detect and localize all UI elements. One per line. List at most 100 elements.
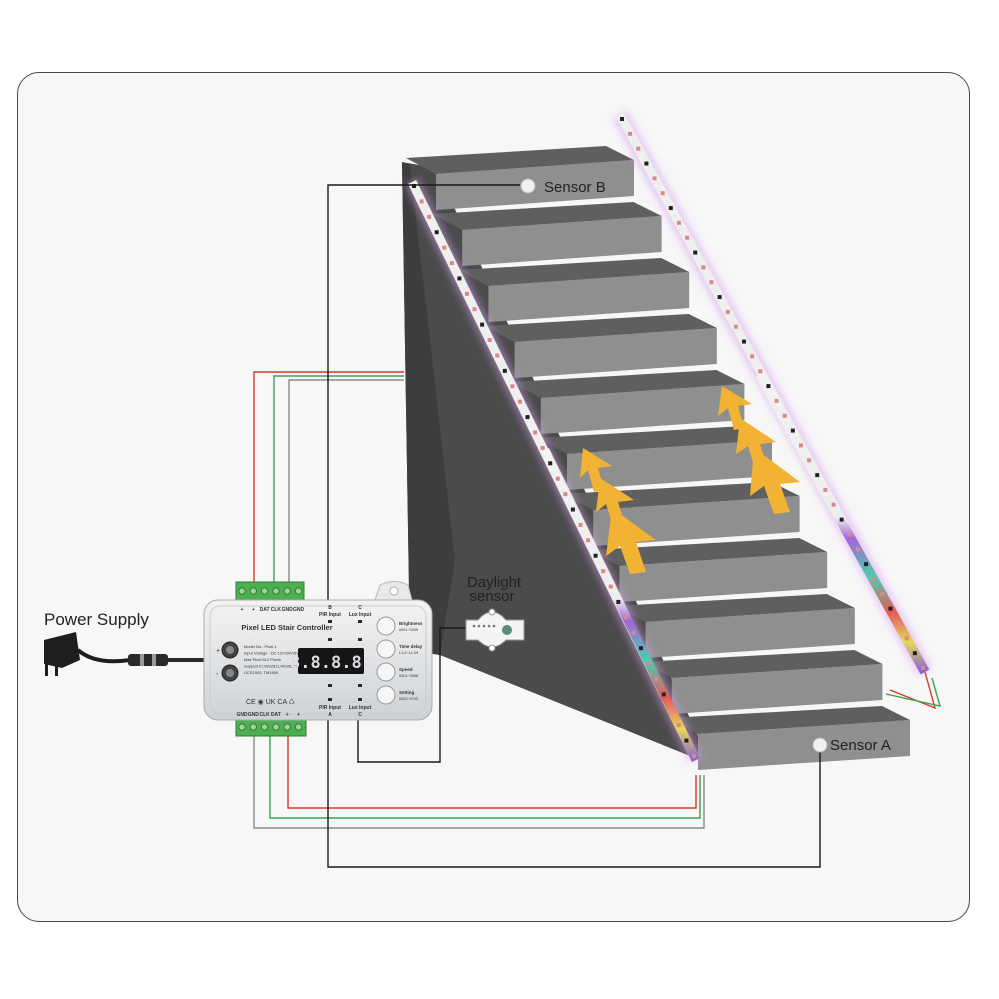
wire-daylight <box>357 627 470 763</box>
led-pixel <box>790 428 795 433</box>
led-pixel <box>709 280 714 285</box>
led-pixel <box>472 307 477 312</box>
led-pixel <box>872 576 877 581</box>
led-pixel <box>510 384 515 389</box>
button-knob[interactable] <box>376 639 396 659</box>
led-pixel <box>644 161 649 166</box>
sensor-a: Sensor A <box>812 737 891 754</box>
led-pixel <box>823 487 828 492</box>
terminal-screw <box>272 723 280 731</box>
led-pixel <box>661 692 666 697</box>
button-knob[interactable] <box>376 662 396 682</box>
led-pixel <box>487 338 492 343</box>
button-sublabel: 0001~0008 <box>399 674 418 678</box>
stair-step <box>589 538 828 602</box>
led-pixel <box>631 630 636 635</box>
stair-step <box>406 146 634 210</box>
button-sublabel: L1.0~L1.99 <box>399 651 418 655</box>
terminal-screw <box>249 723 258 731</box>
dc-connector <box>128 654 168 666</box>
wire-green-bottom <box>269 735 701 819</box>
led-pixel <box>880 591 885 596</box>
led-pixel <box>616 599 621 604</box>
led-pixel <box>578 522 583 527</box>
led-pixel <box>548 461 553 466</box>
port-pir-bottom-sublabel: A <box>328 712 332 718</box>
port-b-label: B <box>328 605 332 611</box>
led-pixel <box>669 707 674 712</box>
led-pixel <box>725 309 730 314</box>
led-pixel <box>419 199 424 204</box>
led-pixel <box>502 368 507 373</box>
terminal-screw <box>283 587 291 595</box>
led-pixel <box>855 547 860 552</box>
led-pixel <box>774 398 779 403</box>
up-arrow-icon <box>750 448 800 514</box>
button-label: Brightness <box>399 621 423 626</box>
led-pixel <box>555 476 560 481</box>
display-digits: 8.8.8.8. <box>290 653 372 673</box>
terminal-label: GND <box>248 712 260 718</box>
stair-step <box>484 314 717 378</box>
led-pixel <box>782 413 787 418</box>
wire-gray-bottom <box>253 735 705 829</box>
terminal-label: GND <box>293 607 305 613</box>
terminal-label: DAT <box>260 607 270 613</box>
stair-step <box>641 650 883 714</box>
led-pixel <box>831 502 836 507</box>
led-pixel <box>652 176 657 181</box>
daylight-sensor-label-1: Daylight <box>467 574 522 591</box>
motion-sensor-icon <box>520 178 536 194</box>
led-pixel <box>912 651 917 656</box>
button-label: Speed <box>399 667 413 672</box>
terminal-label: + <box>297 712 300 718</box>
svg-text:-: - <box>216 671 219 678</box>
wire-red-top <box>253 371 404 583</box>
wire-gray-top <box>288 379 404 583</box>
button-knob[interactable] <box>376 616 396 636</box>
led-pixel <box>586 538 591 543</box>
controller-title: Pixel LED Stair Controller <box>241 623 332 632</box>
led-pixel <box>701 265 706 270</box>
led-pixel <box>815 473 820 478</box>
wire-sensor-b <box>327 184 520 603</box>
led-pixel <box>563 492 568 497</box>
direction-arrows <box>580 386 800 574</box>
controller-button[interactable]: Speed 0001~0008 <box>376 662 418 682</box>
led-pixel <box>442 245 447 250</box>
led-pixel <box>693 250 698 255</box>
button-knob[interactable] <box>376 685 396 705</box>
terminal-screw <box>260 587 269 595</box>
led-pixel <box>676 723 681 728</box>
daylight-sensor: Daylight sensor <box>465 574 525 652</box>
led-strip-right <box>612 111 933 676</box>
led-pixel <box>525 415 530 420</box>
spec-line: Model No.: Pixel-1 <box>244 644 277 649</box>
certification-marks: CE ◉ UK CA ♺ <box>246 698 295 706</box>
led-pixel <box>766 384 771 389</box>
terminal-label: GND <box>282 607 294 613</box>
led-pixel <box>685 235 690 240</box>
led-pixel <box>434 230 439 235</box>
button-sublabel: 0000~0700 <box>399 697 418 701</box>
led-pixel <box>464 291 469 296</box>
led-pixel <box>896 621 901 626</box>
port-b-sublabel: PIR Input <box>319 612 341 618</box>
wire-sensor-a <box>327 712 821 868</box>
led-pixel <box>480 322 485 327</box>
wire-green-top <box>273 375 404 583</box>
stair-step <box>668 706 910 770</box>
led-pixel <box>839 517 844 522</box>
sensor-a-label: Sensor A <box>830 737 891 754</box>
led-pixel <box>864 562 869 567</box>
light-sensor-icon <box>502 625 512 635</box>
led-pixel <box>646 661 651 666</box>
terminal-screw <box>249 587 258 595</box>
terminal-label: + <box>241 607 244 613</box>
spec-line: UCS1903, TM1809 <box>244 670 279 675</box>
